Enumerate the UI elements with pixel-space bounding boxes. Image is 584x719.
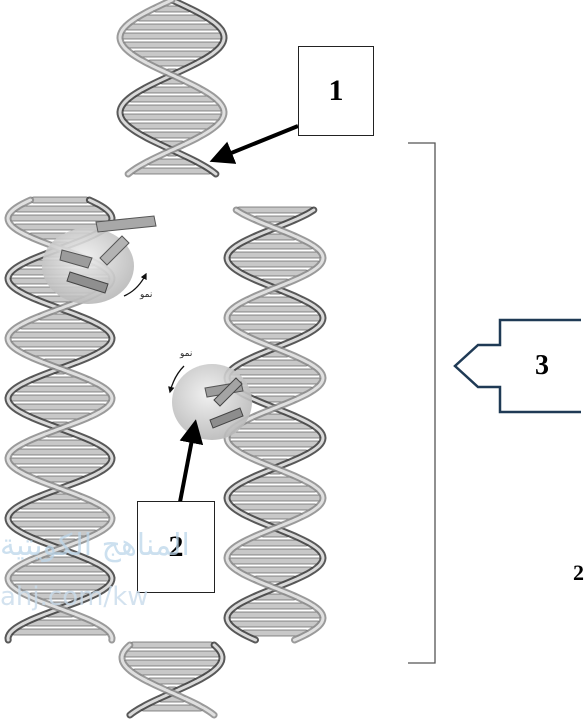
base-pair-rung — [13, 385, 107, 393]
base-pair-rung — [228, 548, 322, 556]
base-pair-rung — [120, 104, 224, 112]
parent-dna-helix-top — [116, 0, 228, 178]
base-pair-rung — [122, 659, 222, 667]
base-pair-rung — [7, 214, 113, 222]
sugar-phosphate-backbone — [225, 208, 325, 642]
base-pair-rung — [231, 503, 319, 511]
base-pair-rung — [16, 466, 104, 474]
base-pair-rung — [228, 440, 322, 448]
base-pair-rung — [228, 620, 322, 628]
watermark-arabic: المناهج الكويتية — [0, 528, 190, 563]
base-pair-rung — [9, 340, 111, 348]
base-pair-rung — [235, 566, 315, 574]
base-pair-rung — [7, 574, 113, 582]
base-pair-rung — [131, 50, 213, 58]
base-pair-rung — [18, 502, 102, 510]
label-3: 3 — [535, 350, 549, 381]
enzyme-complex-lower — [172, 364, 252, 440]
base-pair-rung — [226, 314, 324, 322]
base-pair-rung — [7, 394, 113, 402]
pointer-arrow-2 — [178, 419, 204, 503]
watermark-url: ahj.com/kw — [0, 582, 149, 612]
base-pair-rung — [131, 167, 213, 175]
sugar-phosphate-backbone — [120, 643, 216, 717]
base-pair-rung — [136, 14, 208, 22]
base-pair-rung — [13, 205, 107, 213]
sugar-phosphate-backbone — [118, 0, 226, 176]
label-box-2: 2 — [137, 501, 215, 593]
base-pair-rung — [127, 122, 217, 130]
base-pair-rung — [231, 485, 319, 493]
base-pair-rung — [235, 422, 315, 430]
bracket — [408, 142, 436, 664]
base-pair-rung — [119, 32, 225, 40]
base-pair-rung — [12, 403, 108, 411]
growth-arrow-lower — [168, 365, 185, 394]
block-arrow-3 — [453, 318, 581, 414]
sugar-phosphate-backbone — [128, 643, 224, 717]
base-pair-rung — [228, 368, 322, 376]
base-pair-rung — [227, 557, 323, 565]
base-pair-rung — [8, 457, 112, 465]
base-pair-rung — [227, 431, 323, 439]
base-pair-rung — [10, 628, 110, 636]
base-pair-rung — [227, 611, 323, 619]
base-pair-rung — [129, 641, 215, 649]
base-pair-rung — [122, 650, 222, 658]
base-pair-rung — [13, 565, 107, 573]
pointer-arrow-1 — [209, 124, 299, 164]
base-pair-rung — [235, 602, 315, 610]
base-pair-rung — [231, 305, 319, 313]
base-pair-rung — [231, 323, 319, 331]
base-pair-rung — [18, 322, 102, 330]
growth-label-upper: نمو — [140, 290, 153, 300]
base-pair-rung — [226, 494, 324, 502]
base-pair-rung — [10, 448, 110, 456]
label-box-1: 1 — [298, 46, 374, 136]
base-pair-rung — [227, 251, 323, 259]
growth-label-lower: نمو — [180, 349, 193, 359]
growth-arrow-upper — [123, 272, 147, 297]
base-pair-rung — [9, 520, 111, 528]
base-pair-rung — [235, 206, 315, 214]
base-pair-rung — [8, 511, 112, 519]
base-pair-rung — [30, 196, 90, 204]
sugar-phosphate-backbone — [118, 0, 226, 176]
base-pair-rung — [131, 668, 213, 676]
base-pair-rung — [120, 113, 224, 121]
base-pair-rung — [8, 331, 112, 339]
base-pair-rung — [235, 242, 315, 250]
base-pair-rung — [122, 41, 222, 49]
base-pair-rung — [124, 23, 220, 31]
base-pair-rung — [228, 260, 322, 268]
sugar-phosphate-backbone — [6, 198, 114, 642]
base-pair-rung — [127, 95, 217, 103]
cropped-digit: 2 — [573, 560, 584, 585]
enzyme-complex-upper — [42, 215, 157, 304]
parent-dna-helix-bottom — [118, 641, 226, 719]
